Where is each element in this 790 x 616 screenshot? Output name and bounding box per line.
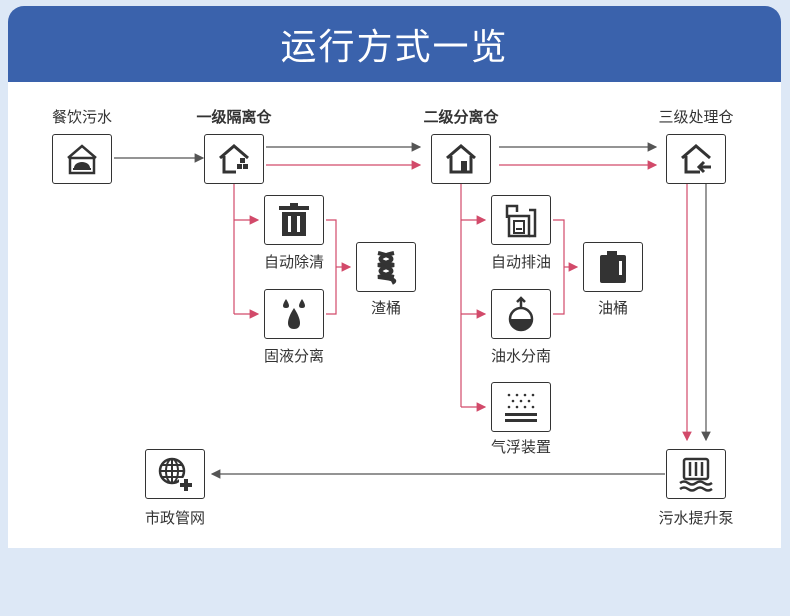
node-oil-bucket [583,242,643,292]
label-auto-clean: 自动除清 [263,253,325,271]
node-auto-clean [264,195,324,245]
trash-icon [279,203,309,236]
node-stage3 [666,134,726,184]
label-stage1: 一级隔离仓 [196,108,272,126]
node-solid-liquid [264,289,324,339]
label-stage2: 二级分离仓 [423,108,499,126]
house-return-icon [681,144,711,174]
node-oil-water [491,289,551,339]
label-auto-oil: 自动排油 [490,253,552,271]
node-stage1 [204,134,264,184]
label-oil-water: 油水分南 [490,347,552,365]
page-title: 运行方式一览 [280,27,509,68]
label-lift-pump: 污水提升泵 [658,509,734,527]
label-municipal: 市政管网 [144,509,206,527]
label-air-float: 气浮装置 [490,438,552,456]
oil-dispenser-icon [505,204,537,238]
spiral-icon [377,251,397,285]
label-slag-bucket: 渣桶 [370,299,402,317]
node-stage2 [431,134,491,184]
diagram-panel [8,82,781,548]
title-banner: 运行方式一览 [8,6,781,82]
house-filter-icon [446,144,476,174]
node-air-float [491,382,551,432]
cloche-icon [67,144,97,175]
separation-flask-icon [508,296,534,332]
node-sewage [52,134,112,184]
node-auto-oil [491,195,551,245]
label-oil-bucket: 油桶 [597,299,629,317]
label-sewage: 餐饮污水 [51,108,113,126]
node-municipal [145,449,205,499]
label-stage3: 三级处理仓 [658,108,734,126]
droplets-icon [283,299,305,329]
node-slag-bucket [356,242,416,292]
globe-plus-icon [158,457,193,492]
pump-tank-icon [679,457,713,492]
bubbles-icon [505,393,537,422]
oil-can-icon [600,251,626,283]
house-blocks-icon [219,144,249,174]
node-lift-pump [666,449,726,499]
label-solid-liquid: 固液分离 [263,347,325,365]
